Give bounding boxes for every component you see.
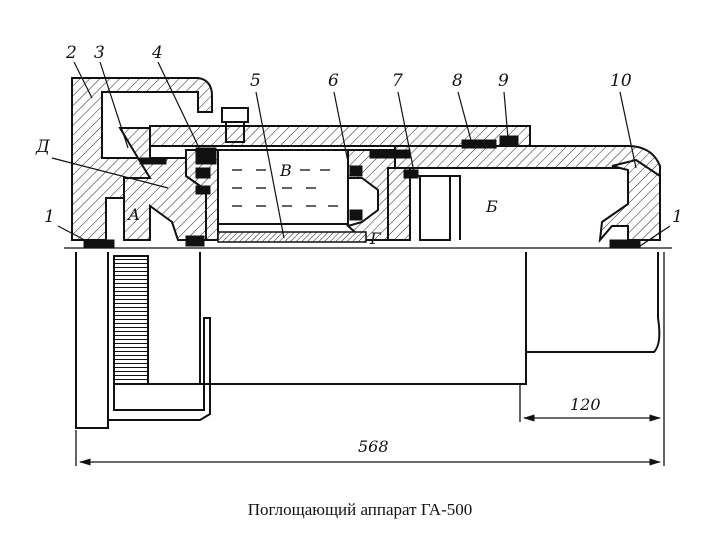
seal-elements xyxy=(83,135,641,249)
leader-lines xyxy=(51,61,671,247)
dimension-total-length: 568 xyxy=(358,437,389,456)
label-part-1-left: 1 xyxy=(44,207,55,227)
lower-view xyxy=(75,252,661,429)
label-part-4: 4 xyxy=(151,43,163,63)
figure-caption: Поглощающий аппарат ГА-500 xyxy=(247,500,473,519)
dimension-stroke: 120 xyxy=(570,395,601,414)
label-chamber-d: Д xyxy=(35,137,51,157)
label-part-10: 10 xyxy=(610,71,632,91)
label-part-1-right: 1 xyxy=(672,207,683,227)
label-part-7: 7 xyxy=(392,71,403,91)
chamber-v xyxy=(217,149,349,225)
label-part-6: 6 xyxy=(328,71,339,91)
dimension-lines xyxy=(75,252,665,466)
chamber-b-outline xyxy=(410,175,461,240)
end-piece-part-10 xyxy=(598,158,661,244)
label-part-5: 5 xyxy=(250,71,261,91)
label-part-2: 2 xyxy=(65,43,77,63)
label-chamber-v: В xyxy=(279,161,292,180)
label-part-3: 3 xyxy=(94,43,105,63)
label-part-9: 9 xyxy=(498,71,509,91)
label-chamber-b: Б xyxy=(485,197,498,216)
valve-strip-part-5 xyxy=(217,231,367,243)
label-chamber-g: Г xyxy=(369,229,382,248)
filler-plug xyxy=(221,107,249,143)
label-part-8: 8 xyxy=(452,71,463,91)
label-chamber-a: А xyxy=(127,205,140,224)
chamber-b xyxy=(419,175,451,241)
